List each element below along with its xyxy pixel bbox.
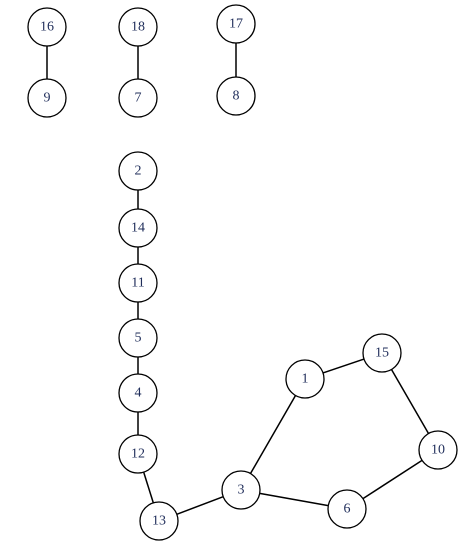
node-circle [118,151,158,191]
node-circle [139,501,179,541]
edge-13-3 [176,496,224,515]
node-17: 17 [216,4,256,44]
node-14: 14 [118,208,158,248]
node-6: 6 [327,489,367,529]
node-label: 10 [431,443,445,458]
node-circle [27,78,67,118]
node-circle [118,7,158,47]
edge-1-15 [322,358,365,374]
node-label: 18 [131,20,145,35]
node-label: 12 [131,447,145,462]
node-label: 15 [375,346,389,361]
node-circle [327,489,367,529]
node-7: 7 [118,78,158,118]
node-circle [221,470,261,510]
node-circle [418,430,458,470]
node-9: 9 [27,78,67,118]
node-circle [118,318,158,358]
node-label: 3 [238,483,245,498]
edge-12-13 [142,471,155,504]
node-3: 3 [221,470,261,510]
node-circle [362,333,402,373]
node-label: 7 [135,91,142,106]
node-circle [118,373,158,413]
node-circle [118,434,158,474]
node-18: 18 [118,7,158,47]
node-label: 13 [152,514,166,529]
node-label: 11 [131,276,144,291]
edge-10-6 [362,459,423,500]
node-label: 9 [44,91,51,106]
node-label: 1 [302,372,309,387]
node-label: 4 [135,386,142,401]
node-12: 12 [118,434,158,474]
node-circle [216,76,256,116]
edge-3-1 [249,395,297,474]
node-2: 2 [118,151,158,191]
node-circle [27,7,67,47]
node-label: 17 [229,17,243,32]
node-13: 13 [139,501,179,541]
node-5: 5 [118,318,158,358]
node-label: 2 [135,164,142,179]
node-16: 16 [27,7,67,47]
node-1: 1 [285,359,325,399]
edge-layer [46,43,430,515]
node-circle [118,263,158,303]
edge-6-3 [259,492,329,507]
node-11: 11 [118,263,158,303]
node-10: 10 [418,430,458,470]
node-label: 6 [344,502,351,517]
node-4: 4 [118,373,158,413]
node-circle [285,359,325,399]
node-8: 8 [216,76,256,116]
edge-15-10 [390,369,430,434]
node-15: 15 [362,333,402,373]
node-circle [118,78,158,118]
node-label: 16 [40,20,54,35]
node-circle [118,208,158,248]
node-label: 5 [135,331,142,346]
node-label: 8 [233,89,240,104]
node-label: 14 [131,221,145,236]
node-circle [216,4,256,44]
